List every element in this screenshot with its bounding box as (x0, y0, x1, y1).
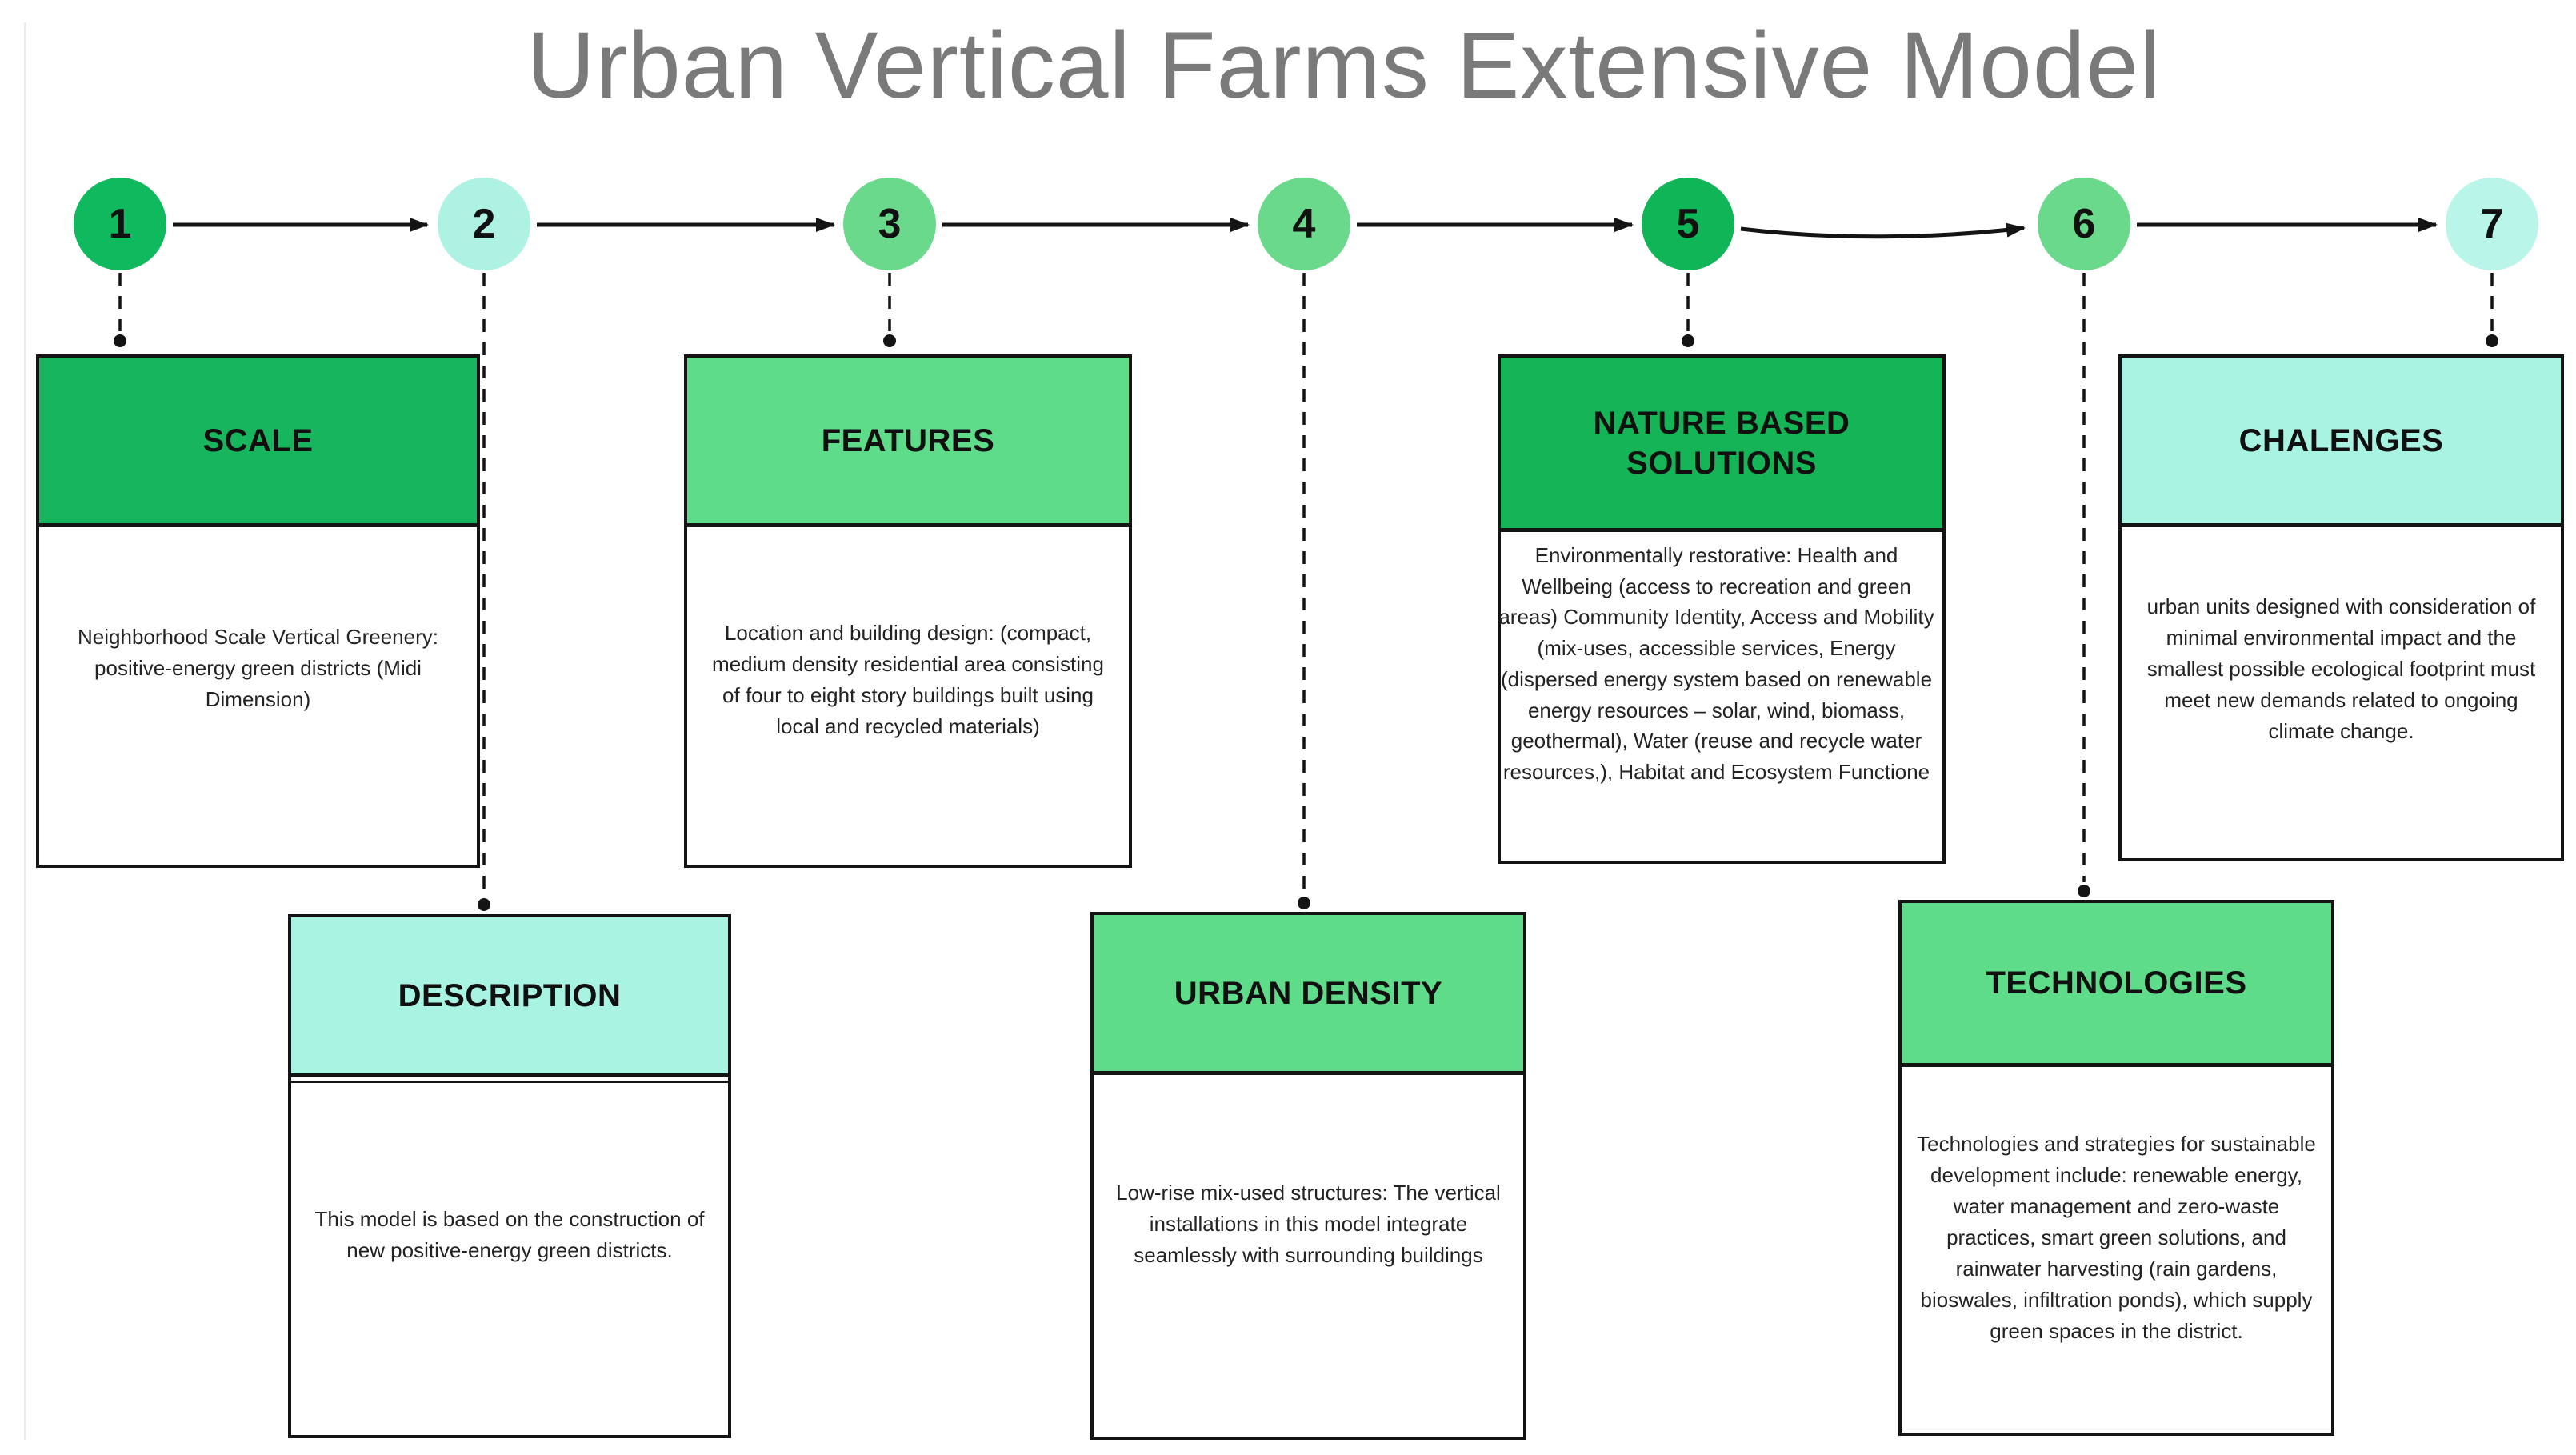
box-text-nature-based-solutions: Environmentally restorative: Health and … (1498, 543, 1934, 785)
box-header-description: DESCRIPTION (291, 917, 728, 1077)
arrow-5-6 (1740, 222, 2026, 239)
connector-dot-5 (1682, 334, 1694, 347)
step-number-2: 2 (472, 201, 496, 247)
step-number-5: 5 (1676, 201, 1700, 247)
step-number-7: 7 (2480, 201, 2504, 247)
step-circle-6: 6 (2038, 178, 2130, 270)
box-features: FEATURES Location and building design: (… (684, 354, 1132, 868)
step-circle-3: 3 (843, 178, 936, 270)
box-header-features: FEATURES (687, 358, 1129, 527)
connector-dot-7 (2486, 334, 2498, 347)
connector-dot-2 (478, 898, 490, 911)
connector-dot-1 (114, 334, 126, 347)
box-title-chalenges: CHALENGES (2238, 422, 2444, 458)
connector-dot-4 (1298, 897, 1310, 909)
box-title-scale: SCALE (202, 422, 314, 458)
step-circle-1: 1 (74, 178, 166, 270)
page-title: Urban Vertical Farms Extensive Model (526, 13, 2162, 118)
box-body-technologies: Technologies and strategies for sustaina… (1902, 1067, 2331, 1433)
step-circle-4: 4 (1258, 178, 1350, 270)
connector-dot-3 (883, 334, 896, 347)
box-title-nature-based-solutions: NATURE BASED SOLUTIONS (1593, 405, 1850, 481)
box-chalenges: CHALENGES urban units designed with cons… (2118, 354, 2564, 861)
box-header-urban-density: URBAN DENSITY (1094, 915, 1523, 1075)
box-body-nature-based-solutions: Environmentally restorative: Health and … (1498, 532, 1942, 861)
box-body-features: Location and building design: (compact, … (687, 527, 1129, 865)
box-description: DESCRIPTION This model is based on the c… (288, 914, 731, 1438)
box-text-urban-density: Low-rise mix-used structures: The vertic… (1116, 1180, 1501, 1267)
box-header-technologies: TECHNOLOGIES (1902, 903, 2331, 1067)
box-header-nature-based-solutions: NATURE BASED SOLUTIONS (1501, 358, 1942, 532)
box-text-technologies: Technologies and strategies for sustaina… (1917, 1132, 2316, 1343)
box-text-chalenges: urban units designed with consideration … (2146, 594, 2536, 743)
box-urban-density: URBAN DENSITY Low-rise mix-used structur… (1090, 912, 1526, 1440)
box-title-description: DESCRIPTION (398, 977, 622, 1013)
step-number-1: 1 (108, 201, 132, 247)
box-body-scale: Neighborhood Scale Vertical Greenery: po… (39, 527, 477, 865)
step-number-3: 3 (878, 201, 902, 247)
canvas-edge-line (24, 22, 26, 1440)
box-text-scale: Neighborhood Scale Vertical Greenery: po… (78, 624, 438, 711)
box-title-features: FEATURES (821, 422, 995, 458)
step-number-4: 4 (1292, 201, 1316, 247)
connector-dot-6 (2078, 885, 2090, 897)
box-text-description: This model is based on the construction … (314, 1207, 705, 1262)
box-body-urban-density: Low-rise mix-used structures: The vertic… (1094, 1075, 1523, 1437)
box-header-chalenges: CHALENGES (2122, 358, 2561, 527)
box-nature-based-solutions: NATURE BASED SOLUTIONS Environmentally r… (1498, 354, 1946, 864)
box-header-scale: SCALE (39, 358, 477, 527)
box-title-urban-density: URBAN DENSITY (1174, 975, 1443, 1011)
box-scale: SCALE Neighborhood Scale Vertical Greene… (36, 354, 480, 868)
box-text-features: Location and building design: (compact, … (712, 621, 1104, 738)
step-circle-2: 2 (438, 178, 530, 270)
box-title-technologies: TECHNOLOGIES (1986, 965, 2247, 1001)
step-circle-5: 5 (1642, 178, 1734, 270)
step-circle-7: 7 (2446, 178, 2538, 270)
box-body-chalenges: urban units designed with consideration … (2122, 527, 2561, 858)
step-number-6: 6 (2072, 201, 2096, 247)
box-technologies: TECHNOLOGIES Technologies and strategies… (1898, 900, 2334, 1436)
box-body-description: This model is based on the construction … (291, 1081, 728, 1435)
